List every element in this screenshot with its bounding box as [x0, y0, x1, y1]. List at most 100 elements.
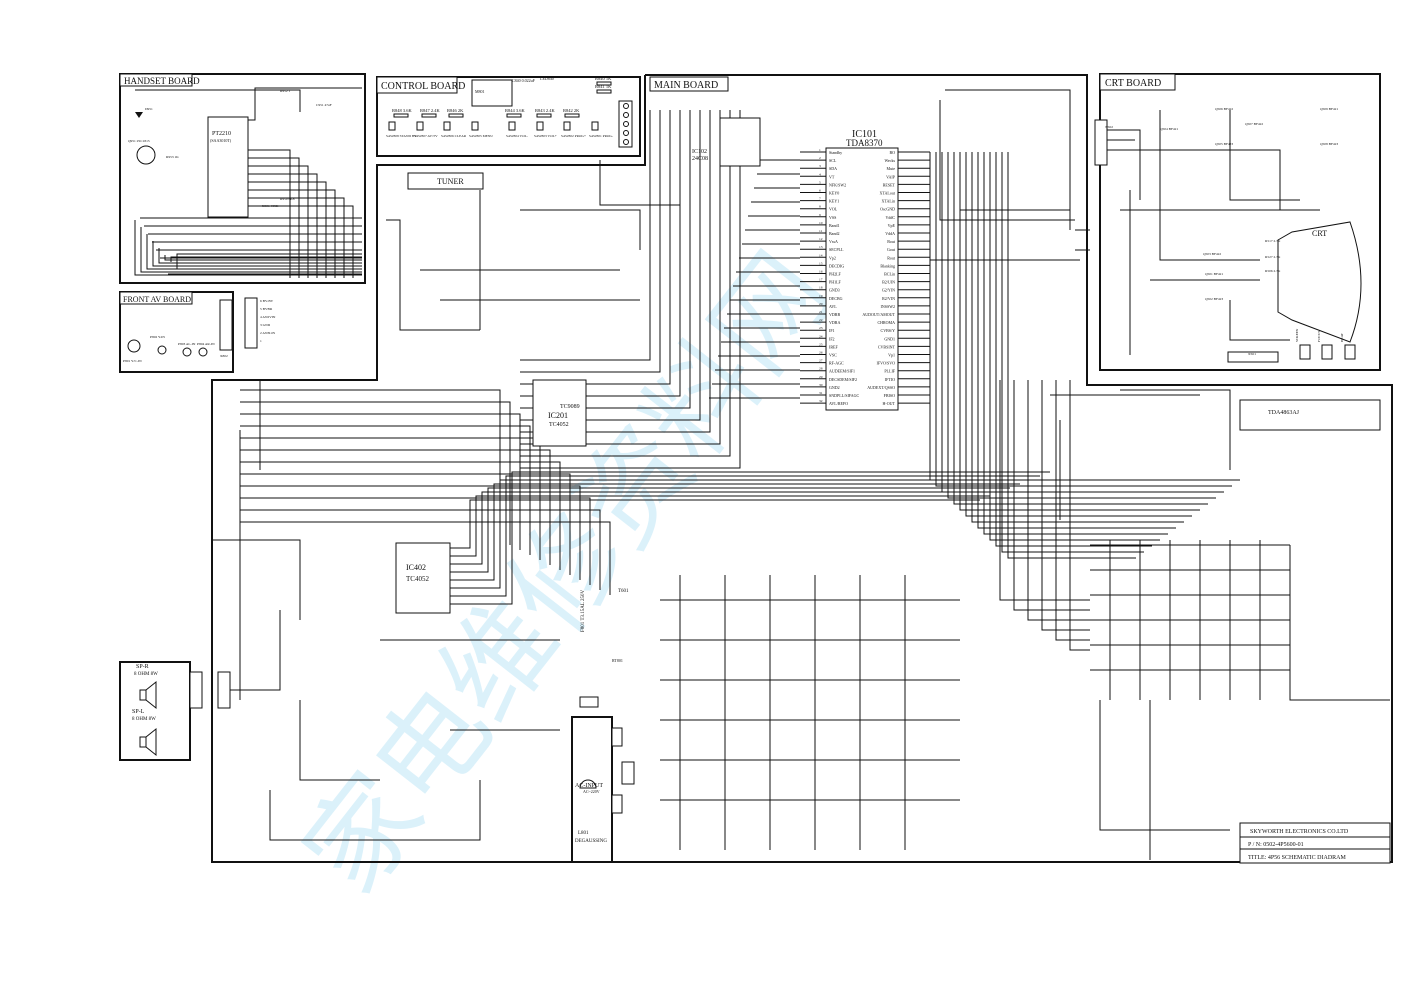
resistor-label: R842 2K — [563, 108, 580, 113]
ic101: IC101 TDA8370 Standby1SCL2SDA3VT4NFK/SW2… — [800, 129, 930, 411]
ic101-pin-number: 27 — [819, 359, 823, 363]
resistor-icon — [564, 113, 580, 118]
ic402-ref: IC402 — [406, 563, 426, 572]
ic101-pin-number: 29 — [819, 375, 823, 379]
sp-l-spec: 8 OHM 8W — [132, 717, 156, 722]
tact-switch-icon — [471, 121, 479, 131]
switch-label: SAW802 PROG+ — [561, 134, 586, 138]
ic101-pin-right: INSSW2 — [881, 304, 895, 309]
ic101-pin-left: NFK/SW2 — [829, 182, 846, 187]
tuner: TUNER — [407, 172, 484, 190]
audio-amp-ic: TDA4863AJ — [1239, 399, 1381, 431]
ic101-pin-number: 8 — [819, 205, 821, 209]
ic101-pin-left: KEY0 — [829, 191, 839, 196]
pt2210-chip — [207, 116, 249, 218]
degauss-ref: L801 — [578, 831, 589, 836]
ic101-pin-right: PLLIF — [884, 369, 895, 374]
degauss-connector — [611, 794, 623, 814]
crt-part-label: XS02 — [1105, 125, 1113, 129]
switch-label: SAW806 CLEAR — [441, 134, 467, 138]
ic402-part: TC4052 — [406, 575, 429, 583]
ic101-pin-right: VddA — [885, 231, 895, 236]
ir-led-icon — [135, 112, 143, 118]
crt-connector-label: SCREEN — [1295, 328, 1299, 342]
handset-part-label: Q951 2SC1815 — [128, 139, 150, 143]
control-part-label: M801 — [475, 89, 485, 94]
crt-part-label: XS01 — [1248, 352, 1256, 356]
crt-screen-connector — [1299, 344, 1311, 360]
crt-part-label: Q501 BF421 — [1205, 272, 1223, 276]
ic101-pin-number: 17 — [819, 278, 823, 282]
front-av-label: P803 AL-IN — [178, 342, 196, 346]
ic101-pin-number: 25 — [819, 342, 823, 346]
ic101-pin-right: H-OUT — [883, 401, 896, 406]
ic101-pin-number: 14 — [819, 253, 823, 257]
ic101-pin-right: FBISO — [884, 393, 895, 398]
ic201-part: TC4052 — [549, 422, 569, 428]
av-connector-pin-label: 4 AN2VIN — [260, 315, 276, 319]
ic101-pin-left: SECPLL — [829, 247, 844, 252]
resistor-label: R844 3.6K — [505, 108, 526, 113]
crt-part-label: Q509 BF421 — [1320, 107, 1338, 111]
crt-part-label: Q504 BF421 — [1160, 127, 1178, 131]
ic101-pin-number: 19 — [819, 294, 823, 298]
ic201-alt: TC9089 — [560, 404, 580, 410]
tact-switch-icon — [536, 121, 544, 131]
ic101-pin-right: VAIP — [886, 174, 896, 179]
ic101-pin-left: VDRB — [829, 312, 840, 317]
ic101-pin-left: VSS — [829, 215, 836, 220]
ic201-ref: IC201 — [548, 411, 568, 420]
ic101-pin-number: 9 — [819, 213, 821, 217]
speaker-icon — [139, 727, 157, 757]
ic101-pin-right: RESET — [883, 182, 896, 187]
crt-part-label: R517 2.7K — [1265, 239, 1281, 243]
ic101-pin-number: 24 — [819, 334, 823, 338]
ic101-pin-right: VddC — [885, 215, 895, 220]
ic101-pin-right: OscGND — [880, 207, 895, 212]
crt-label: CRT — [1312, 229, 1327, 238]
tact-switch-icon — [591, 121, 599, 131]
handset-part-label: C951 47uF — [316, 103, 332, 107]
ic101-pin-number: 2 — [819, 156, 821, 160]
front-av-board: FRONT AV BOARD — [119, 291, 258, 373]
speaker-connector-main — [217, 671, 231, 709]
ic101-pin-number: 26 — [819, 351, 823, 355]
ic101-pin-right: Vp1 — [888, 353, 895, 358]
crt-part-label: Q502 BF423 — [1205, 297, 1223, 301]
rt801-label: RT801 — [612, 658, 623, 663]
resistor-icon — [596, 81, 612, 86]
ic101-ref: IC101 — [852, 129, 877, 140]
front-av-label: P802 Y-IN — [150, 335, 165, 339]
ic101-pin-number: 23 — [819, 326, 823, 330]
ic101-pin-right: CVBS/Y — [881, 328, 896, 333]
crt-board-label: CRT BOARD — [1105, 78, 1161, 89]
ac-spec-label: AC~220V — [583, 789, 600, 794]
handset-board-label: HANDSET BOARD — [124, 76, 200, 86]
ic101-pin-right: AUDEXT/QSSO — [867, 385, 895, 390]
resistor-icon — [421, 113, 437, 118]
switch-label: SAW807 AV/TV — [414, 134, 438, 138]
title-block: SKYWORTH ELECTRONICS CO.LTD P / N: 0502-… — [1239, 822, 1391, 864]
ic101-pin-right: Mute — [887, 166, 896, 171]
switch-label: SAW808 STAND BY — [386, 134, 417, 138]
resistor-icon — [596, 89, 612, 94]
ic101-pin-left: VDRA — [829, 320, 840, 325]
ic101-pin-number: 1 — [819, 148, 821, 152]
resistor-icon — [393, 113, 409, 118]
ic101-pin-number: 31 — [819, 391, 823, 395]
front-av-connector — [219, 299, 233, 351]
speaker-connector — [189, 671, 203, 709]
crt-part-label: R527 2.7K — [1265, 255, 1281, 259]
control-part-label: LED840 — [540, 76, 554, 81]
crt-part-label: Q506 BF422 — [1215, 107, 1233, 111]
control-board-label: CONTROL BOARD — [381, 81, 465, 92]
ic101-pin-left: SDA — [829, 166, 837, 171]
ic101-pin-right: IFTIO — [885, 377, 895, 382]
ac-plug-icon — [579, 779, 597, 789]
crt-connector — [1227, 351, 1279, 363]
switch-label: SAW801 PROG- — [589, 134, 614, 138]
resistor-icon — [506, 113, 522, 118]
tact-switch-icon — [508, 121, 516, 131]
